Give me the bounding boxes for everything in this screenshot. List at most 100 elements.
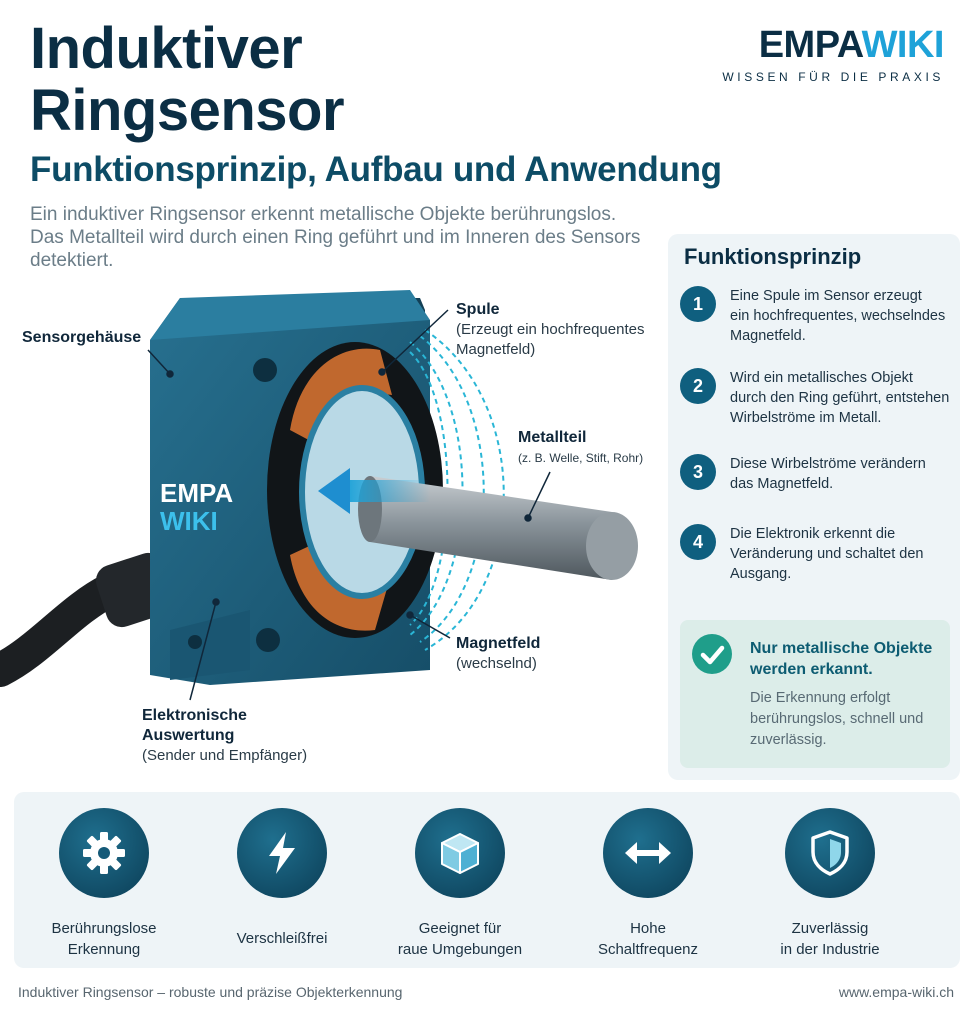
label-coil: Spule (Erzeugt ein hochfrequentes Magnet… <box>456 300 644 360</box>
feature-label-line: Berührungslose <box>51 920 157 937</box>
step-line: ein hochfrequentes, wechselndes <box>730 308 946 324</box>
feature-label-line: Zuverlässig <box>791 920 869 937</box>
step-line: Wird ein metallisches Objekt <box>730 370 913 386</box>
footer-url-link[interactable]: www.empa-wiki.ch <box>838 984 954 1000</box>
feature-label-line: Geeignet für <box>418 920 502 937</box>
step-text: Diese Wirbelströme verändern das Magnetf… <box>730 454 950 494</box>
title-line-2: Ringsensor <box>30 78 345 143</box>
feature-reliable: Zuverlässig in der Industrie <box>740 808 920 960</box>
metal-title: Metallteil <box>518 429 587 446</box>
step-line: Diese Wirbelströme verändern <box>730 456 926 472</box>
step-number: 4 <box>680 524 716 560</box>
feature-label: Berührungslose Erkennung <box>14 918 194 960</box>
feature-harsh-environments: Geeignet für raue Umgebungen <box>370 808 550 960</box>
step-number: 1 <box>680 286 716 322</box>
logo-wordmark: EMPAWIKI <box>722 24 945 66</box>
step-line: das Magnetfeld. <box>730 476 834 492</box>
feature-label-line: Schaltfrequenz <box>597 941 699 958</box>
principle-panel: Funktionsprinzip 1 Eine Spule im Sensor … <box>668 234 960 780</box>
feature-label-line: Erkennung <box>67 941 141 958</box>
feature-contactless: Berührungslose Erkennung <box>14 808 194 960</box>
feature-label-line: raue Umgebungen <box>397 941 523 958</box>
panel-title: Funktionsprinzip <box>684 244 862 269</box>
coil-desc-1: (Erzeugt ein hochfrequentes <box>456 321 645 338</box>
step-number: 3 <box>680 454 716 490</box>
metal-rod <box>370 476 612 580</box>
housing-title: Sensorgehäuse <box>22 329 142 346</box>
step-line: Die Elektronik erkennt die <box>730 526 896 542</box>
intro-line-2: Das Metallteil wird durch einen Ring gef… <box>30 227 641 248</box>
label-electronics: Elektronische Auswertung (Sender und Emp… <box>142 706 307 766</box>
feature-label: Zuverlässig in der Industrie <box>740 918 920 960</box>
housing-foot <box>170 610 250 680</box>
note-body: Die Erkennung erfolgt berührungslos, sch… <box>750 688 940 751</box>
label-field: Magnetfeld (wechselnd) <box>456 634 540 674</box>
feature-wear-free: Verschleißfrei <box>192 808 372 949</box>
sensor-diagram: EMPA WIKI Sensorgehäuse Spule (Erzeugt e… <box>0 280 670 780</box>
note-body-line: berührungslos, schnell und <box>750 711 924 727</box>
feature-label-line: Verschleißfrei <box>236 930 328 947</box>
device-logo-1: EMPA <box>160 478 233 508</box>
electronics-desc: (Sender und Empfänger) <box>142 747 308 764</box>
note-heading: Nur metallische Objekte werden erkannt. <box>750 638 940 680</box>
step-text: Eine Spule im Sensor erzeugt ein hochfre… <box>730 286 950 346</box>
note-body-line: zuverlässig. <box>750 732 827 748</box>
shield-icon <box>785 808 875 898</box>
electronics-title-1: Elektronische <box>142 707 247 724</box>
step-line: Magnetfeld. <box>730 328 806 344</box>
label-metal: Metallteil (z. B. Welle, Stift, Rohr) <box>518 428 643 468</box>
logo-tagline: WISSEN FÜR DIE PRAXIS <box>722 70 944 84</box>
lightning-icon <box>237 808 327 898</box>
mounting-hole-top <box>253 358 277 382</box>
label-housing: Sensorgehäuse <box>22 328 141 348</box>
step-line: durch den Ring geführt, entstehen <box>730 390 950 406</box>
feature-label: Verschleißfrei <box>192 918 372 949</box>
sensor-illustration: EMPA WIKI <box>0 290 638 701</box>
metal-desc: (z. B. Welle, Stift, Rohr) <box>518 451 644 465</box>
feature-switching-frequency: Hohe Schaltfrequenz <box>558 808 738 960</box>
page-subtitle: Funktionsprinzip, Aufbau und Anwendung <box>30 150 722 189</box>
feature-label-line: Hohe <box>630 920 666 937</box>
field-title: Magnetfeld <box>456 635 541 652</box>
note-heading-line: Nur metallische Objekte <box>750 640 933 657</box>
brand-logo[interactable]: EMPAWIKI WISSEN FÜR DIE PRAXIS <box>722 26 944 84</box>
electronics-title-2: Auswertung <box>142 727 235 744</box>
feature-label: Geeignet für raue Umgebungen <box>370 918 550 960</box>
feature-label: Hohe Schaltfrequenz <box>558 918 738 960</box>
step-text: Die Elektronik erkennt die Veränderung u… <box>730 524 950 584</box>
mounting-hole-bottom <box>256 628 280 652</box>
intro-text: Ein induktiver Ringsensor erkennt metall… <box>30 203 670 272</box>
intro-line-3: detektiert. <box>30 250 114 271</box>
cube-icon <box>415 808 505 898</box>
device-logo-2: WIKI <box>160 506 218 536</box>
logo-part-2: WIKI <box>861 24 945 66</box>
double-arrow-icon <box>603 808 693 898</box>
cable <box>0 573 127 687</box>
step-line: Wirbelströme im Metall. <box>730 410 882 426</box>
housing-top <box>150 290 430 340</box>
mounting-hole-foot <box>188 635 202 649</box>
step-text: Wird ein metallisches Objekt durch den R… <box>730 368 950 428</box>
feature-strip: Berührungslose Erkennung Verschleißfrei … <box>14 792 960 968</box>
page-title: Induktiver Ringsensor <box>30 16 345 143</box>
direction-arrow-head <box>318 468 350 514</box>
logo-part-1: EMPA <box>758 24 862 66</box>
checkmark-icon <box>692 634 732 674</box>
leader-lines <box>147 309 551 701</box>
step-line: Veränderung und schaltet den <box>730 546 924 562</box>
field-desc: (wechselnd) <box>456 655 537 672</box>
intro-line-1: Ein induktiver Ringsensor erkennt metall… <box>30 204 617 225</box>
coil-title: Spule <box>456 301 500 318</box>
step-line: Ausgang. <box>730 566 792 582</box>
footer-caption: Induktiver Ringsensor – robuste und präz… <box>18 984 403 1000</box>
metal-rod-end <box>586 512 638 580</box>
step-line: Eine Spule im Sensor erzeugt <box>730 288 922 304</box>
title-line-1: Induktiver <box>30 16 303 81</box>
gear-icon <box>59 808 149 898</box>
step-number: 2 <box>680 368 716 404</box>
coil-desc-2: Magnetfeld) <box>456 341 536 358</box>
metal-only-note: Nur metallische Objekte werden erkannt. … <box>680 620 950 768</box>
direction-arrow-tail <box>345 480 430 502</box>
note-heading-line: werden erkannt. <box>750 661 873 678</box>
note-body-line: Die Erkennung erfolgt <box>750 690 891 706</box>
